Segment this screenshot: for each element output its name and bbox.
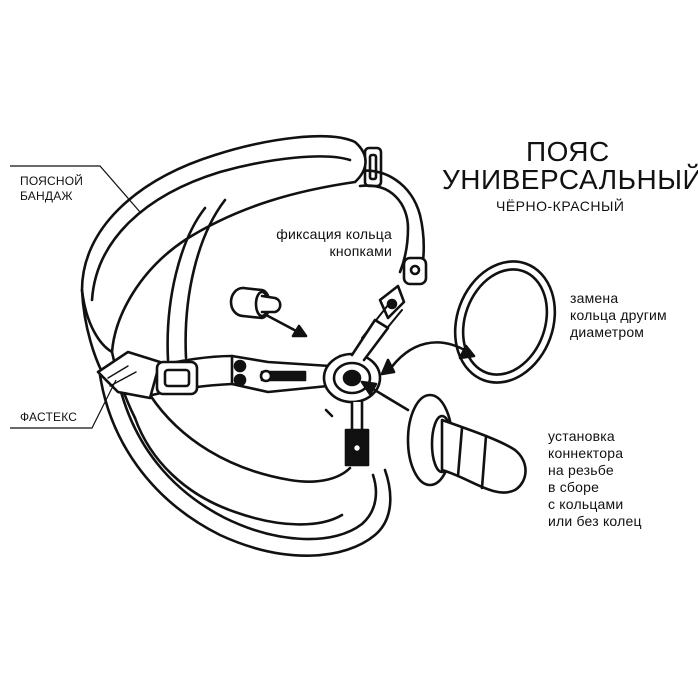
label-connector-install: установка коннектора на резьбе в сборе с… (548, 428, 642, 529)
ring-swap-arrow (380, 341, 476, 376)
label-ring-fixation: фиксация кольца кнопками (276, 226, 392, 259)
snap-button (229, 286, 282, 320)
label-waist-bandage: ПОЯСНОЙ БАНДАЖ (20, 174, 84, 203)
inner-diagonal-strap (166, 198, 227, 362)
label-ring-replacement: замена кольца другим диаметром (570, 290, 667, 340)
fastex-buckle (96, 350, 199, 400)
title-line-2: УНИВЕРСАЛЬНЫЙ (442, 164, 698, 195)
threaded-connector (406, 393, 527, 494)
replacement-ring (453, 260, 557, 384)
side-hardware (361, 256, 428, 345)
top-slider-buckle (363, 146, 383, 188)
label-fastex: ФАСТЕКС (20, 410, 78, 424)
connector-arrow (360, 380, 410, 412)
ring-plate (230, 318, 390, 467)
subtitle: ЧЁРНО-КРАСНЫЙ (496, 198, 625, 214)
leg-strap-loop (98, 373, 392, 557)
snap-arrow (266, 314, 308, 338)
waist-bandage (80, 134, 367, 420)
title-line-1: ПОЯС (526, 136, 610, 167)
